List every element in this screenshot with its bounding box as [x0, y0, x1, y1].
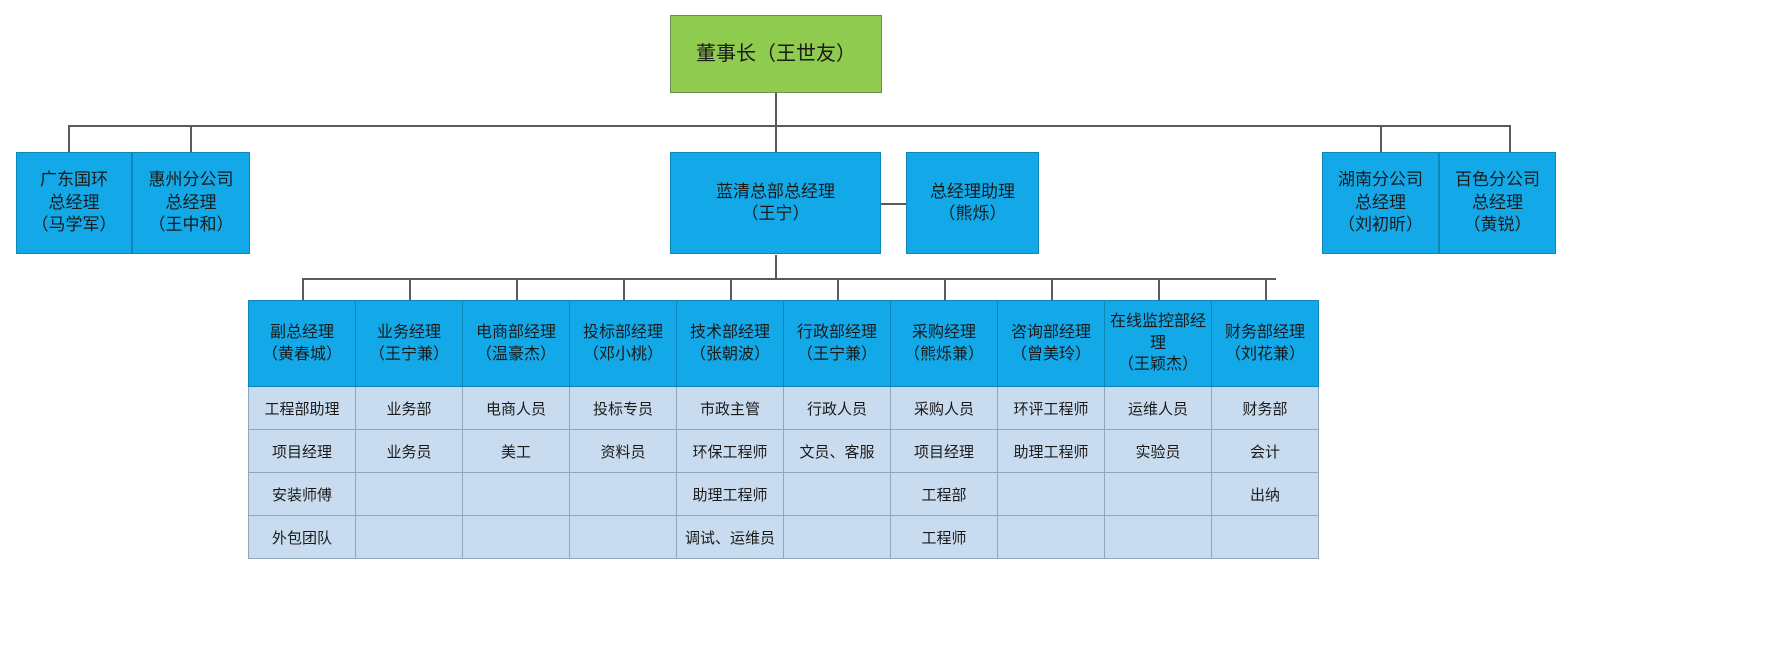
connector-drop-gd	[68, 125, 70, 153]
connector-dept-drop-5	[730, 278, 732, 300]
staff-row: 工程部助理业务部电商人员投标专员市政主管行政人员采购人员环评工程师运维人员财务部	[248, 386, 1319, 430]
branch-label-baise: 百色分公司 总经理 （黄锐）	[1455, 170, 1540, 235]
staff-cell-r1-c9[interactable]: 运维人员	[1104, 386, 1212, 430]
department-header-7[interactable]: 采购经理 （熊烁兼）	[890, 300, 998, 387]
connector-chairman-stem	[775, 92, 777, 125]
staff-cell-r2-c5[interactable]: 环保工程师	[676, 429, 784, 473]
staff-cell-r2-c1[interactable]: 项目经理	[248, 429, 356, 473]
chairman-box[interactable]: 董事长（王世友）	[670, 15, 882, 93]
department-header-10[interactable]: 财务部经理 （刘花兼）	[1211, 300, 1319, 387]
staff-cell-r4-c3	[462, 515, 570, 559]
staff-cell-r4-c9	[1104, 515, 1212, 559]
staff-cell-r3-c1[interactable]: 安装师傅	[248, 472, 356, 516]
connector-dept-drop-1	[302, 278, 304, 300]
staff-cell-r4-c2	[355, 515, 463, 559]
staff-cell-r2-c7[interactable]: 项目经理	[890, 429, 998, 473]
staff-cell-r1-c8[interactable]: 环评工程师	[997, 386, 1105, 430]
department-header-4[interactable]: 投标部经理 （邓小桃）	[569, 300, 677, 387]
staff-cell-r1-c6[interactable]: 行政人员	[783, 386, 891, 430]
connector-dept-drop-10	[1265, 278, 1267, 300]
staff-cell-r4-c7[interactable]: 工程师	[890, 515, 998, 559]
connector-dept-bus	[302, 278, 1276, 280]
staff-cell-r2-c9[interactable]: 实验员	[1104, 429, 1212, 473]
connector-drop-hn	[1380, 125, 1382, 153]
general-manager-box[interactable]: 蓝清总部总经理 （王宁）	[670, 152, 881, 254]
branch-box-hunan[interactable]: 湖南分公司 总经理 （刘初昕）	[1322, 152, 1439, 254]
department-header-5[interactable]: 技术部经理 （张朝波）	[676, 300, 784, 387]
connector-gm-assistant	[880, 203, 907, 205]
staff-cell-r3-c9	[1104, 472, 1212, 516]
general-manager-label: 蓝清总部总经理 （王宁）	[716, 181, 835, 223]
staff-cell-r4-c1[interactable]: 外包团队	[248, 515, 356, 559]
staff-cell-r1-c1[interactable]: 工程部助理	[248, 386, 356, 430]
department-header-8[interactable]: 咨询部经理 （曾美玲）	[997, 300, 1105, 387]
department-header-6[interactable]: 行政部经理 （王宁兼）	[783, 300, 891, 387]
departments-table: 副总经理 （黄春城）业务经理 （王宁兼）电商部经理 （温豪杰）投标部经理 （邓小…	[248, 300, 1319, 559]
chairman-label: 董事长（王世友）	[696, 42, 856, 65]
staff-cell-r3-c7[interactable]: 工程部	[890, 472, 998, 516]
department-header-1[interactable]: 副总经理 （黄春城）	[248, 300, 356, 387]
staff-row: 项目经理业务员美工资料员环保工程师文员、客服项目经理助理工程师实验员会计	[248, 429, 1319, 473]
staff-cell-r2-c8[interactable]: 助理工程师	[997, 429, 1105, 473]
departments-header-row: 副总经理 （黄春城）业务经理 （王宁兼）电商部经理 （温豪杰）投标部经理 （邓小…	[248, 300, 1319, 387]
branch-box-baise[interactable]: 百色分公司 总经理 （黄锐）	[1439, 152, 1556, 254]
connector-dept-drop-3	[516, 278, 518, 300]
staff-cell-r3-c5[interactable]: 助理工程师	[676, 472, 784, 516]
connector-gm-stem	[775, 255, 777, 278]
connector-dept-drop-6	[837, 278, 839, 300]
branch-label-guangdong: 广东国环 总经理 （马学军）	[31, 170, 117, 235]
branch-label-hunan: 湖南分公司 总经理 （刘初昕）	[1338, 170, 1423, 235]
staff-cell-r1-c4[interactable]: 投标专员	[569, 386, 677, 430]
staff-cell-r1-c3[interactable]: 电商人员	[462, 386, 570, 430]
staff-cell-r2-c4[interactable]: 资料员	[569, 429, 677, 473]
staff-cell-r4-c8	[997, 515, 1105, 559]
staff-cell-r3-c6	[783, 472, 891, 516]
branch-label-huizhou: 惠州分公司 总经理 （王中和）	[148, 170, 234, 235]
connector-drop-center	[775, 125, 777, 153]
staff-cell-r4-c5[interactable]: 调试、运维员	[676, 515, 784, 559]
staff-cell-r4-c10	[1211, 515, 1319, 559]
staff-cell-r3-c4	[569, 472, 677, 516]
staff-cell-r4-c4	[569, 515, 677, 559]
staff-cell-r2-c2[interactable]: 业务员	[355, 429, 463, 473]
connector-dept-drop-9	[1158, 278, 1160, 300]
gm-assistant-label: 总经理助理 （熊烁）	[930, 181, 1015, 223]
staff-cell-r3-c2	[355, 472, 463, 516]
department-header-9[interactable]: 在线监控部经理 （王颖杰）	[1104, 300, 1212, 387]
connector-dept-drop-2	[409, 278, 411, 300]
staff-cell-r3-c3	[462, 472, 570, 516]
staff-cell-r2-c6[interactable]: 文员、客服	[783, 429, 891, 473]
staff-cell-r3-c10[interactable]: 出纳	[1211, 472, 1319, 516]
staff-row: 外包团队 调试、运维员 工程师	[248, 515, 1319, 559]
connector-dept-drop-8	[1051, 278, 1053, 300]
staff-cell-r2-c10[interactable]: 会计	[1211, 429, 1319, 473]
staff-cell-r2-c3[interactable]: 美工	[462, 429, 570, 473]
department-header-3[interactable]: 电商部经理 （温豪杰）	[462, 300, 570, 387]
staff-cell-r4-c6	[783, 515, 891, 559]
connector-drop-hz	[190, 125, 192, 153]
branch-box-guangdong[interactable]: 广东国环 总经理 （马学军）	[16, 152, 132, 254]
department-header-2[interactable]: 业务经理 （王宁兼）	[355, 300, 463, 387]
staff-cell-r1-c2[interactable]: 业务部	[355, 386, 463, 430]
staff-row: 安装师傅 助理工程师 工程部 出纳	[248, 472, 1319, 516]
connector-dept-drop-4	[623, 278, 625, 300]
staff-cell-r1-c10[interactable]: 财务部	[1211, 386, 1319, 430]
gm-assistant-box[interactable]: 总经理助理 （熊烁）	[906, 152, 1039, 254]
staff-cell-r1-c7[interactable]: 采购人员	[890, 386, 998, 430]
connector-top-bus	[68, 125, 1510, 127]
branch-box-huizhou[interactable]: 惠州分公司 总经理 （王中和）	[132, 152, 250, 254]
staff-cell-r1-c5[interactable]: 市政主管	[676, 386, 784, 430]
staff-cell-r3-c8	[997, 472, 1105, 516]
connector-drop-bs	[1509, 125, 1511, 153]
connector-dept-drop-7	[944, 278, 946, 300]
